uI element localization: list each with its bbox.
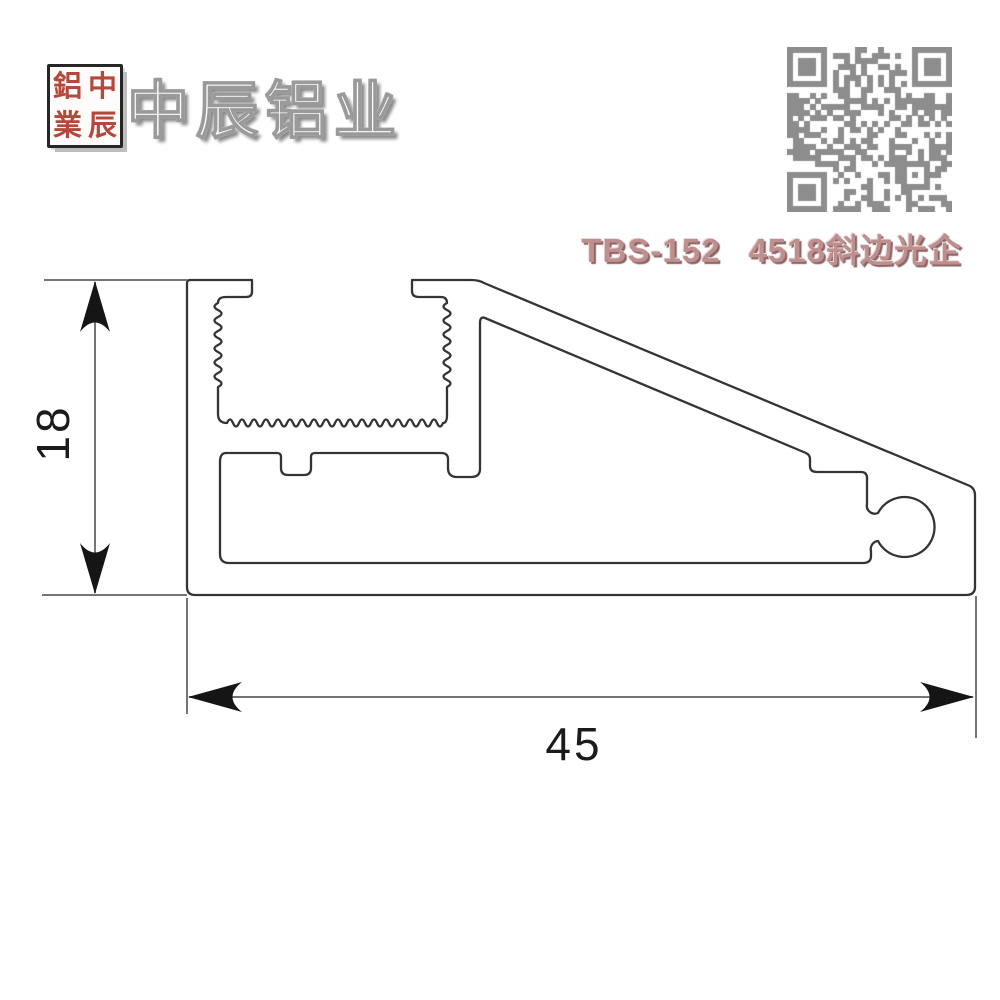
seal-char: 業 bbox=[52, 108, 82, 142]
arrowhead-right bbox=[920, 682, 974, 712]
seal-char: 中 bbox=[87, 69, 117, 103]
dimension-width: 45 bbox=[186, 596, 977, 770]
arrowhead-left bbox=[188, 682, 242, 712]
company-seal-logo: 鋁 中 業 辰 bbox=[47, 64, 123, 148]
dim-width-label: 45 bbox=[545, 718, 602, 770]
arrowhead-down bbox=[80, 543, 110, 594]
qr-code bbox=[787, 47, 952, 212]
seal-char: 辰 bbox=[87, 108, 117, 142]
seal-char: 鋁 bbox=[52, 69, 82, 103]
company-name: 中辰铝业 bbox=[126, 76, 404, 147]
arrowhead-up bbox=[80, 281, 110, 332]
dim-height-label: 18 bbox=[27, 404, 79, 461]
profile-outer-outline bbox=[185, 278, 977, 597]
product-model-line: TBS-152 4518斜边光企 bbox=[582, 224, 962, 272]
profile-inner-cavity bbox=[218, 316, 936, 565]
product-name: 4518斜边光企 bbox=[748, 232, 962, 269]
dimension-height: 18 bbox=[27, 279, 187, 596]
product-model-code: TBS-152 bbox=[581, 232, 721, 269]
